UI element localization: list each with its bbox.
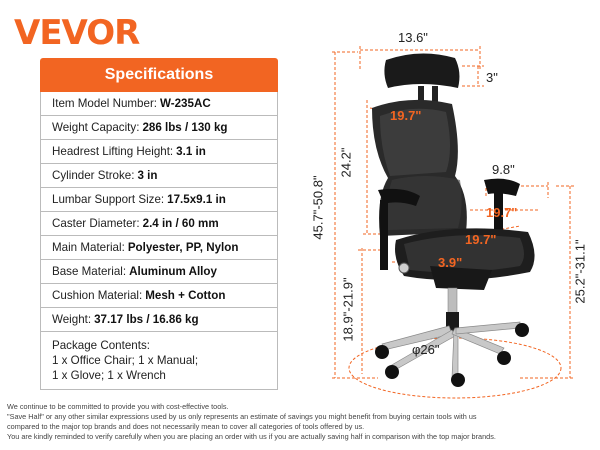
spec-row: Weight Capacity:286 lbs / 130 kg (41, 116, 277, 140)
seat-height-label: 18.9"-21.9" (340, 277, 356, 342)
spec-row: Cylinder Stroke:3 in (41, 164, 277, 188)
package-contents-line: 1 x Glove; 1 x Wrench (52, 369, 166, 382)
spec-label: Main Material: (52, 241, 125, 254)
disclaimer: We continue to be committed to provide y… (7, 402, 597, 442)
spec-label: Headrest Lifting Height: (52, 145, 174, 158)
spec-value: Aluminum Alloy (129, 265, 217, 278)
spec-label: Lumbar Support Size: (52, 193, 165, 206)
spec-row: Cushion Material:Mesh + Cotton (41, 284, 277, 308)
spec-label: Cylinder Stroke: (52, 169, 135, 182)
seat-depth-label: 19.7" (465, 232, 497, 247)
spec-label: Weight: (52, 313, 92, 326)
spec-row: Base Material:Aluminum Alloy (41, 260, 277, 284)
spec-value: W-235AC (160, 97, 211, 110)
spec-label: Cushion Material: (52, 289, 143, 302)
seat-width-label: 19.7" (486, 205, 518, 220)
specifications-title: Specifications (40, 58, 278, 92)
base-diameter-label: φ26" (412, 342, 440, 357)
spec-value: 3.1 in (176, 145, 206, 158)
disclaimer-line: compared to the major top brands and doe… (7, 422, 365, 431)
spec-row: Headrest Lifting Height:3.1 in (41, 140, 277, 164)
spec-value: 3 in (137, 169, 158, 182)
spec-label: Item Model Number: (52, 97, 158, 110)
package-contents: Package Contents: 1 x Office Chair; 1 x … (40, 332, 278, 390)
spec-value: 17.5x9.1 in (167, 193, 226, 206)
spec-value: 286 lbs / 130 kg (142, 121, 228, 134)
spec-row: Caster Diameter:2.4 in / 60 mm (41, 212, 277, 236)
spec-row: Weight:37.17 lbs / 16.86 kg (41, 308, 277, 332)
spec-row: Lumbar Support Size:17.5x9.1 in (41, 188, 277, 212)
spec-label: Base Material: (52, 265, 127, 278)
specifications-panel: Specifications Item Model Number:W-235AC… (40, 58, 278, 390)
arm-height-label: 25.2"-31.1" (572, 239, 588, 304)
lumbar-label: 3.9" (438, 255, 463, 270)
back-width-label: 19.7" (390, 108, 422, 123)
vevor-logo: VEVOR (14, 13, 140, 53)
spec-label: Caster Diameter: (52, 217, 140, 230)
total-height-label: 45.7"-50.8" (310, 175, 326, 240)
disclaimer-line: "Save Half" or any other similar express… (7, 412, 477, 421)
caster-wheels (375, 323, 529, 387)
package-contents-label: Package Contents: (52, 339, 150, 352)
chair-drawing (372, 53, 535, 387)
back-height-label: 24.2" (338, 147, 354, 178)
spec-row: Item Model Number:W-235AC (41, 92, 277, 116)
spec-label: Weight Capacity: (52, 121, 140, 134)
disclaimer-line: You are kindly reminded to verify carefu… (7, 432, 496, 441)
package-contents-line: 1 x Office Chair; 1 x Manual; (52, 354, 199, 367)
spec-value: Mesh + Cotton (145, 289, 226, 302)
headrest-width-label: 13.6" (398, 30, 428, 45)
spec-value: Polyester, PP, Nylon (127, 241, 239, 254)
headrest-lift-label: 3" (486, 70, 498, 85)
spec-value: 37.17 lbs / 16.86 kg (94, 313, 199, 326)
armrest-width-label: 9.8" (492, 162, 515, 177)
disclaimer-line: We continue to be committed to provide y… (7, 402, 229, 411)
spec-row: Main Material:Polyester, PP, Nylon (41, 236, 277, 260)
spec-value: 2.4 in / 60 mm (142, 217, 219, 230)
